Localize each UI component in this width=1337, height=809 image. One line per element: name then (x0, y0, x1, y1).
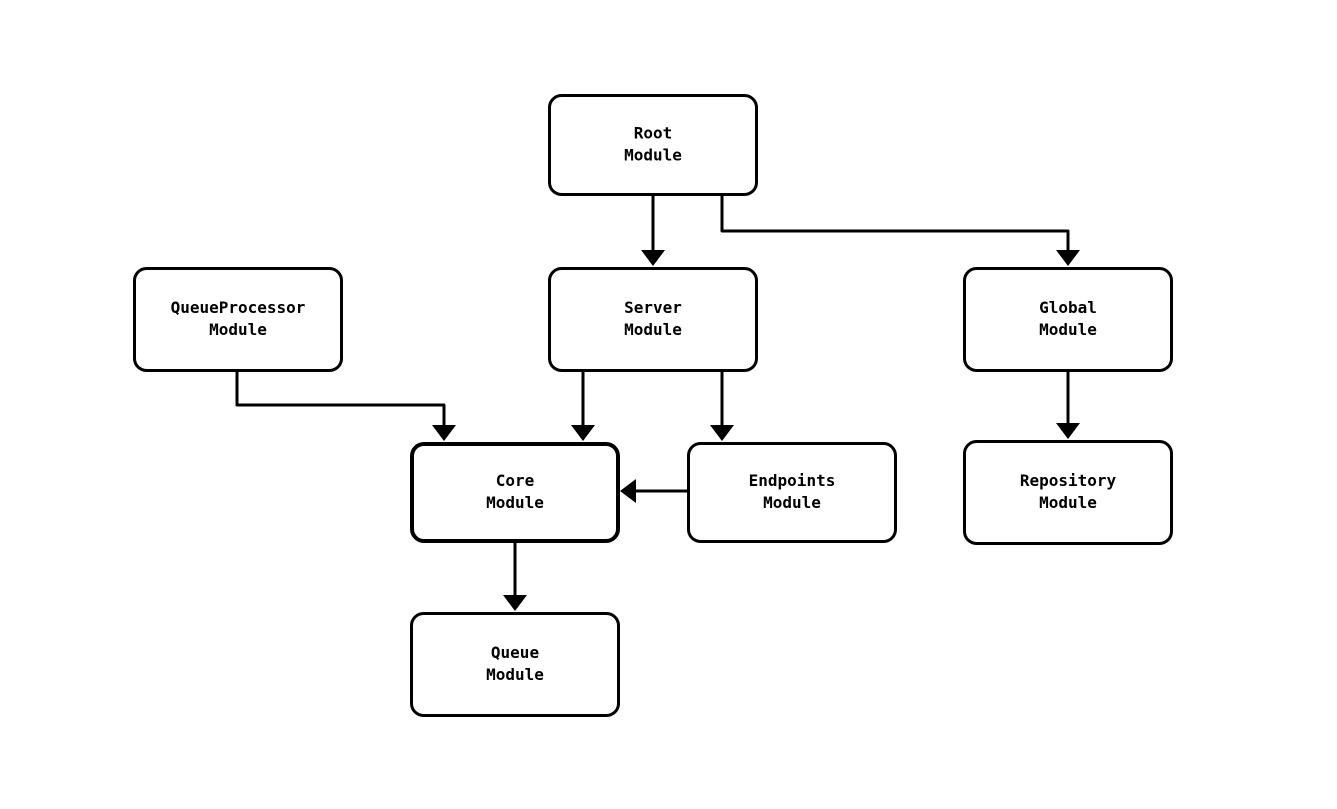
edge-root-to-global (720, 196, 1080, 266)
edge-queueprocessor-to-core (235, 372, 456, 441)
edge-server-to-core (571, 372, 595, 441)
node-label-secondary: Module (763, 493, 821, 512)
edge-arrowhead (503, 595, 527, 611)
node-label-secondary: Module (1039, 493, 1097, 512)
node-label-primary: Server (624, 298, 682, 317)
node-label-primary: QueueProcessor (171, 298, 306, 317)
node-label-secondary: Module (1039, 320, 1097, 339)
edge-arrowhead (571, 425, 595, 441)
edge-root-to-server (641, 196, 665, 266)
node-label-secondary: Module (624, 146, 682, 165)
node-label-secondary: Module (486, 665, 544, 684)
node-label-primary: Global (1039, 298, 1097, 317)
edge-core-to-queue (503, 543, 527, 611)
node-label-primary: Endpoints (749, 471, 836, 490)
edges-layer (235, 196, 1080, 611)
node-label-primary: Queue (491, 643, 539, 662)
node-label-secondary: Module (486, 493, 544, 512)
node-label-secondary: Module (209, 320, 267, 339)
edge-endpoints-to-core (620, 479, 687, 503)
node-box[interactable] (410, 442, 620, 543)
node-label-secondary: Module (624, 320, 682, 339)
edge-arrowhead (1056, 250, 1080, 266)
node-label-primary: Root (634, 124, 673, 143)
node-box[interactable] (548, 94, 758, 196)
node-label-primary: Core (496, 471, 535, 490)
edge-line (235, 372, 446, 430)
node-label-primary: Repository (1020, 471, 1117, 490)
edge-server-to-endpoints (710, 372, 734, 441)
edge-arrowhead (710, 425, 734, 441)
edge-arrowhead (1056, 423, 1080, 439)
node-box[interactable] (410, 612, 620, 717)
edge-line (720, 196, 1070, 255)
node-box[interactable] (963, 440, 1173, 545)
edge-global-to-repository (1056, 372, 1080, 439)
node-box[interactable] (963, 267, 1173, 372)
edge-arrowhead (620, 479, 636, 503)
node-box[interactable] (687, 442, 897, 543)
edge-arrowhead (641, 250, 665, 266)
node-box[interactable] (548, 267, 758, 372)
node-box[interactable] (133, 267, 343, 372)
edge-arrowhead (432, 425, 456, 441)
nodes-layer: RootModuleQueueProcessorModuleServerModu… (133, 94, 1173, 717)
